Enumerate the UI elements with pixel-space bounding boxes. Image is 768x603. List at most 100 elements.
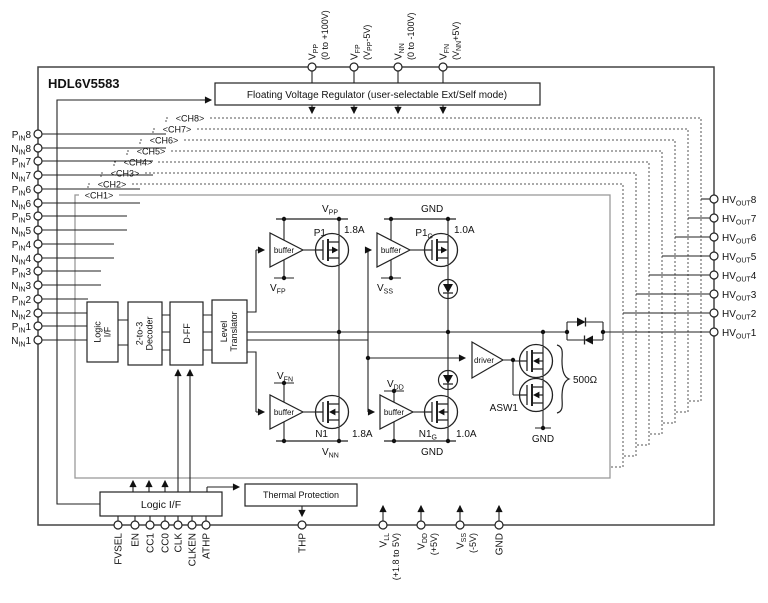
decoder-block xyxy=(127,301,163,366)
svg-text:HVOUT1: HVOUT1 xyxy=(722,328,757,341)
n1-buffer xyxy=(269,394,305,430)
logic-chain-wires xyxy=(118,314,212,351)
pin-vfp xyxy=(349,62,359,72)
svg-text:PIN6: PIN6 xyxy=(12,185,32,198)
clamp-diode-top-icon xyxy=(437,278,459,300)
gnd-pin-label: GND xyxy=(495,533,506,555)
n1g-buffer-label: buffer xyxy=(384,408,405,417)
svg-text:EN: EN xyxy=(131,533,142,547)
channel-label: <CH1> xyxy=(85,191,114,201)
right-pin-labels: HVOUT8 HVOUT7 HVOUT6 HVOUT5 HVOUT4 HVOUT… xyxy=(722,195,757,341)
pin-thp xyxy=(297,520,307,530)
svg-text:(-5V): (-5V) xyxy=(468,533,478,553)
svg-text:CC1: CC1 xyxy=(146,533,157,553)
voltage-regulator-box xyxy=(214,82,541,106)
voltage-regulator-label: Floating Voltage Regulator (user-selecta… xyxy=(247,90,507,101)
svg-text:PIN3: PIN3 xyxy=(12,267,32,280)
svg-text:HVOUT3: HVOUT3 xyxy=(722,290,757,303)
channel-label: <CH2> xyxy=(98,180,127,190)
diode-left-icon xyxy=(584,335,593,345)
gnd-bot-rail-label: GND xyxy=(421,447,443,458)
logic-if-block xyxy=(86,301,119,363)
n1-buffer-label: buffer xyxy=(274,408,295,417)
vfn-pin-label: VFN xyxy=(439,44,452,60)
left-pin-wires xyxy=(38,133,166,341)
svg-text:PIN7: PIN7 xyxy=(12,157,32,170)
vnn-rail-label: VNN xyxy=(322,447,339,460)
svg-text:HVOUT6: HVOUT6 xyxy=(722,233,757,246)
logic-if-label-2: I/F xyxy=(103,326,113,337)
n1g-label: N1G xyxy=(419,429,437,442)
svg-text:NIN8: NIN8 xyxy=(11,144,31,157)
regulator-output-arrows xyxy=(308,105,447,115)
driver-label: driver xyxy=(474,356,494,365)
vfp-label: VFP xyxy=(270,283,286,296)
vpp-rail-label: VPP xyxy=(322,204,338,217)
n1g-current-label: 1.0A xyxy=(456,429,477,440)
p1g-current-label: 1.0A xyxy=(454,225,475,236)
svg-text:NIN7: NIN7 xyxy=(11,171,31,184)
svg-text:PIN8: PIN8 xyxy=(12,130,32,143)
logic-if-label-1: Logic xyxy=(93,321,103,343)
svg-text:NIN3: NIN3 xyxy=(11,281,31,294)
p1-label: P1 xyxy=(314,228,327,239)
asw-gnd-label: GND xyxy=(532,434,554,445)
vll-pin-label: VLL xyxy=(379,533,392,548)
thp-pin-label: THP xyxy=(298,533,309,553)
p1g-buffer-label: buffer xyxy=(381,246,402,255)
vss-label: VSS xyxy=(377,283,393,296)
bottom-wires xyxy=(117,368,503,521)
n1g-cell: GND VDD buffer N1G 1.0A xyxy=(379,332,477,458)
svg-text:HVOUT8: HVOUT8 xyxy=(722,195,757,208)
svg-text:ATHP: ATHP xyxy=(202,533,213,559)
clamp-diode-bottom-icon xyxy=(437,369,459,391)
left-pin-labels: PIN8 NIN8 PIN7 NIN7 PIN6 NIN6 PIN5 NIN5 … xyxy=(11,130,31,349)
svg-text:FVSEL: FVSEL xyxy=(114,533,125,565)
svg-text:PIN1: PIN1 xyxy=(12,322,32,335)
svg-text:(VPP-5V): (VPP-5V) xyxy=(362,25,374,60)
channel-label: <CH6> xyxy=(150,136,179,146)
n1-current-label: 1.8A xyxy=(352,429,373,440)
channel-label: <CH4> xyxy=(124,158,153,168)
svg-text:(0 to +100V): (0 to +100V) xyxy=(320,10,330,60)
thermal-protection-label: Thermal Protection xyxy=(263,490,339,500)
logic-chain: Logic I/F 2-to-3 Decoder D-FF Level Tran… xyxy=(86,299,248,366)
level-translator-block xyxy=(211,299,248,364)
channel-label: <CH3> xyxy=(111,169,140,179)
svg-text:CLKEN: CLKEN xyxy=(188,533,199,566)
top-pin-stubs xyxy=(311,71,444,83)
vdd-label: VDD xyxy=(387,379,404,392)
signal-routing xyxy=(247,246,467,416)
asw-resistance-label: 500Ω xyxy=(573,375,598,386)
p1-cell: VPP buffer VFP P1 1.8A xyxy=(269,204,365,332)
driver-asw-cell: driver 500Ω ASW1 GND xyxy=(471,332,598,445)
asw-mosfet-bottom-icon xyxy=(518,377,554,413)
channel-label: <CH5> xyxy=(137,147,166,157)
decoder-label-2: Decoder xyxy=(145,316,155,350)
vfn-label: VFN xyxy=(277,371,293,384)
p1g-cell: GND buffer VSS P1G 1.0A xyxy=(376,204,475,332)
p1-buffer-label: buffer xyxy=(274,246,295,255)
level-translator-label-1: Level xyxy=(219,321,229,343)
chip-title: HDL6V5583 xyxy=(48,76,120,91)
n1g-mosfet-icon xyxy=(423,394,459,430)
p1-current-label: 1.8A xyxy=(344,225,365,236)
svg-text:(+5V): (+5V) xyxy=(429,533,439,555)
level-translator-label-2: Translator xyxy=(229,311,239,351)
top-pin-labels: VPP (0 to +100V) VFP (VPP-5V) VNN (0 to … xyxy=(308,10,464,60)
vdd-pin-label: VDD xyxy=(417,533,430,550)
driver-buffer xyxy=(471,340,505,380)
dff-label: D-FF xyxy=(182,323,192,344)
svg-text:HVOUT2: HVOUT2 xyxy=(722,309,757,322)
channel-labels: <CH8> <CH7> <CH6> <CH5> <CH4> <CH3> <CH2… xyxy=(79,112,210,201)
n1-label: N1 xyxy=(315,429,328,440)
pin-circles xyxy=(33,62,719,530)
bottom-logic-if-label: Logic I/F xyxy=(141,499,181,511)
hvout-wires xyxy=(610,198,710,333)
vfp-pin-label: VFP xyxy=(350,44,363,60)
channel-label: <CH8> xyxy=(176,114,205,124)
svg-text:NIN6: NIN6 xyxy=(11,199,31,212)
vpp-pin-label: VPP xyxy=(308,44,321,60)
